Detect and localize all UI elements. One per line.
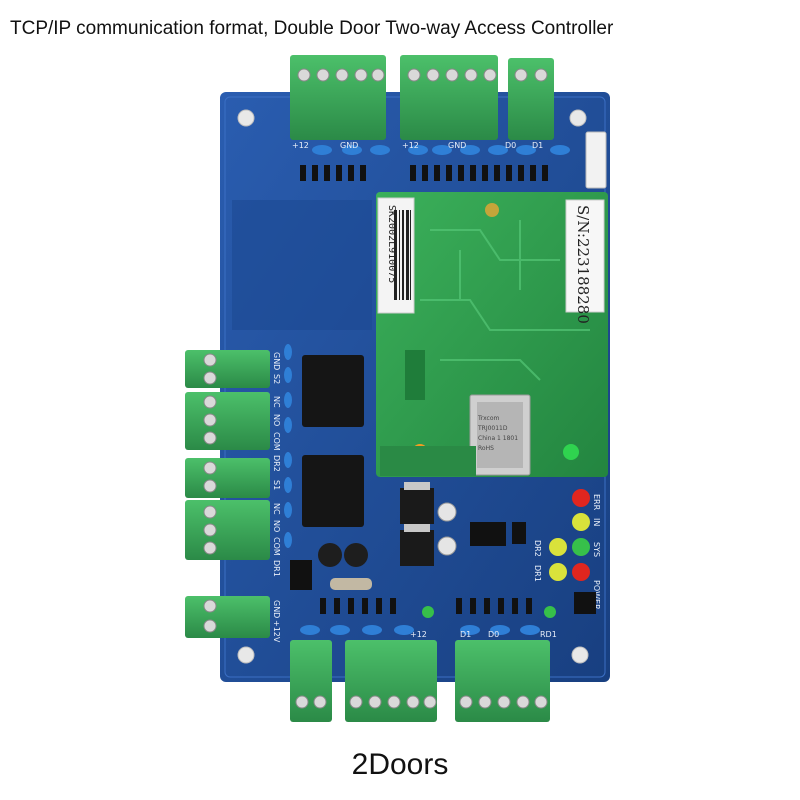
serial-number: S/N:223188280 [574, 205, 592, 324]
sticker-code: SK2002L910075 [386, 205, 397, 283]
left-capacitors [284, 344, 292, 548]
terminal-label: NC [272, 503, 281, 515]
terminal-label: GND [272, 600, 281, 618]
status-leds [422, 489, 590, 618]
led-label: DR2 [533, 540, 542, 557]
top-resistors [300, 165, 548, 181]
terminal-label: COM [272, 432, 281, 451]
bottom-label: +12 [410, 630, 427, 639]
terminal-label: NO [272, 520, 281, 532]
terminal-label: GND [272, 352, 281, 370]
rj45-line: RoHS [478, 445, 494, 452]
bottom-resistors [320, 598, 532, 614]
top-label: GND [340, 141, 358, 150]
terminal-label: S1 [272, 480, 281, 490]
relays [302, 355, 364, 527]
bottom-label: D0 [488, 630, 499, 639]
terminal-label: COM [272, 537, 281, 556]
rj45-line: China 1 1801 [478, 435, 518, 442]
rj45-line: Trxcom [477, 415, 500, 422]
serial-sticker: S/N:223188280 [565, 199, 605, 324]
top-capacitors [312, 145, 570, 155]
bottom-silk-labels: +12 D1 D0 RD1 [410, 630, 557, 639]
electrolytic-capacitors [290, 543, 372, 590]
top-terminal-blocks [290, 55, 554, 140]
left-terminal-blocks [185, 350, 270, 638]
left-silk-labels: GND S2 NC NO COM DR2 S1 NC NO COM DR1 GN… [272, 352, 281, 643]
jumper-header [574, 592, 596, 614]
bottom-label: RD1 [540, 630, 557, 639]
led-label: ERR [592, 494, 601, 511]
white-connector [585, 131, 607, 189]
terminal-label: DR2 [272, 455, 281, 472]
terminal-label: DR1 [272, 560, 281, 577]
bottom-capacitors [300, 625, 540, 635]
terminal-label: NC [272, 396, 281, 408]
rj45-label-text: Trxcom TRJ0011D China 1 1801 RoHS [477, 415, 518, 452]
rj45-line: TRJ0011D [477, 425, 508, 432]
top-label: GND [448, 141, 466, 150]
mounting-holes [237, 109, 589, 664]
top-label: D1 [532, 141, 543, 150]
terminal-label: S2 [272, 374, 281, 384]
barcode-sticker: SK2002L910075 [377, 197, 415, 314]
top-label: +12 [292, 141, 309, 150]
led-label: SYS [592, 542, 601, 557]
terminal-label: +12V [272, 620, 281, 643]
headline: TCP/IP communication format, Double Door… [10, 18, 614, 39]
top-label: +12 [402, 141, 419, 150]
led-label: DR1 [533, 565, 542, 582]
ic-chips [470, 522, 526, 546]
bottom-terminal-blocks [290, 640, 550, 722]
top-silk-labels: +12 GND +12 GND D0 D1 [292, 141, 543, 150]
ethernet-module [376, 192, 608, 477]
voltage-regulators [400, 482, 457, 566]
bottom-label: D1 [460, 630, 471, 639]
led-label: IN [592, 518, 601, 526]
terminal-label: NO [272, 414, 281, 426]
caption: 2Doors [351, 748, 449, 781]
top-label: D0 [505, 141, 516, 150]
led-label: POWER [592, 580, 601, 610]
led-silk-labels: ERR IN SYS DR2 DR1 POWER [533, 494, 601, 610]
